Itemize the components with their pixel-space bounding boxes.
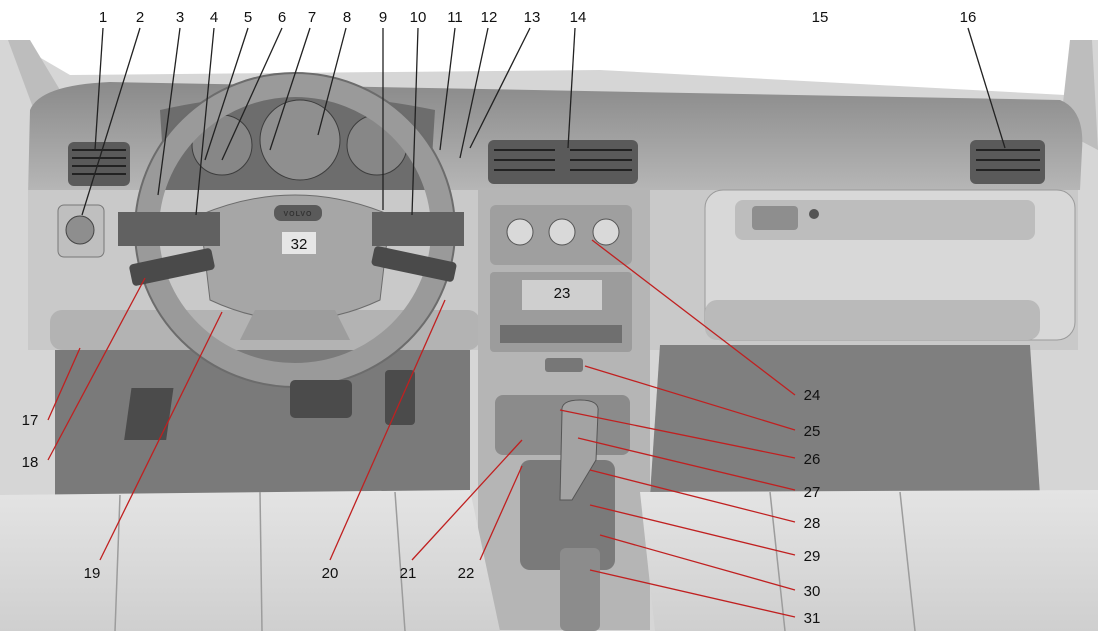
- callout-5: 5: [244, 9, 252, 26]
- volvo-badge: [274, 205, 322, 221]
- callout-8: 8: [343, 9, 351, 26]
- callout-24: 24: [804, 387, 821, 404]
- callout-23: 23: [554, 285, 571, 302]
- glovebox-lock: [809, 209, 819, 219]
- callout-13: 13: [524, 9, 541, 26]
- handbrake: [560, 548, 600, 631]
- callout-1: 1: [99, 9, 107, 26]
- vent-center: [488, 140, 638, 184]
- clutch-pedal: [124, 388, 174, 440]
- callout-16: 16: [960, 9, 977, 26]
- vent-right: [970, 140, 1045, 184]
- callout-6: 6: [278, 9, 286, 26]
- callout-27: 27: [804, 484, 821, 501]
- right-footwell: [650, 345, 1040, 495]
- climate-knob-left: [506, 218, 534, 246]
- leader-lines-top: [81, 27, 1006, 216]
- vent-left: [68, 142, 130, 186]
- callout-4: 4: [210, 9, 218, 26]
- callout-21: 21: [400, 565, 417, 582]
- callout-18: 18: [22, 454, 39, 471]
- glovebox-lower-panel: [705, 300, 1040, 340]
- callout-17: 17: [22, 412, 39, 429]
- callout-10: 10: [410, 9, 427, 26]
- callout-7: 7: [308, 9, 316, 26]
- callout-12: 12: [481, 9, 498, 26]
- callout-29: 29: [804, 548, 821, 565]
- driver-seat: [0, 490, 500, 631]
- callout-32: 32: [291, 236, 308, 253]
- leader-lines-lower: [47, 239, 796, 618]
- callout-30: 30: [804, 583, 821, 600]
- glovebox-handle-recess: [735, 200, 1035, 240]
- left-stalk: [129, 248, 215, 286]
- callout-numbers: 1 2 3 4 5 6 7 8 9 10 11 12 13 14 15 16 1…: [22, 9, 977, 627]
- callout-28: 28: [804, 515, 821, 532]
- gear-lever: [559, 399, 599, 501]
- callout-25: 25: [804, 423, 821, 440]
- gear-gate: [520, 460, 615, 570]
- passenger-seat: [640, 490, 1098, 631]
- callout-15: 15: [812, 9, 829, 26]
- climate-knob-right: [592, 218, 620, 246]
- speedometer: [259, 99, 341, 181]
- callout-22: 22: [458, 565, 475, 582]
- callout-19: 19: [84, 565, 101, 582]
- radio-display: [522, 280, 602, 310]
- radio-buttons: [500, 325, 622, 343]
- callout-14: 14: [570, 9, 587, 26]
- callout-26: 26: [804, 451, 821, 468]
- right-switch-panel: [372, 212, 464, 246]
- light-switch-knob: [65, 215, 95, 245]
- brake-pedal: [290, 380, 352, 418]
- callout-3: 3: [176, 9, 184, 26]
- left-footwell: [55, 350, 470, 495]
- callout-20: 20: [322, 565, 339, 582]
- climate-knob-center: [548, 218, 576, 246]
- glovebox-handle: [752, 206, 798, 230]
- hazard-switch: [545, 358, 583, 372]
- callout-31: 31: [804, 610, 821, 627]
- volvo-badge-text: VOLVO: [284, 211, 313, 218]
- steering-wheel-bottom-spoke: [240, 310, 350, 340]
- callout-32-box: [282, 232, 316, 254]
- callout-2: 2: [136, 9, 144, 26]
- callout-11: 11: [447, 9, 463, 26]
- right-stalk: [371, 246, 457, 282]
- left-switch-panel: [118, 212, 220, 246]
- callout-9: 9: [379, 9, 387, 26]
